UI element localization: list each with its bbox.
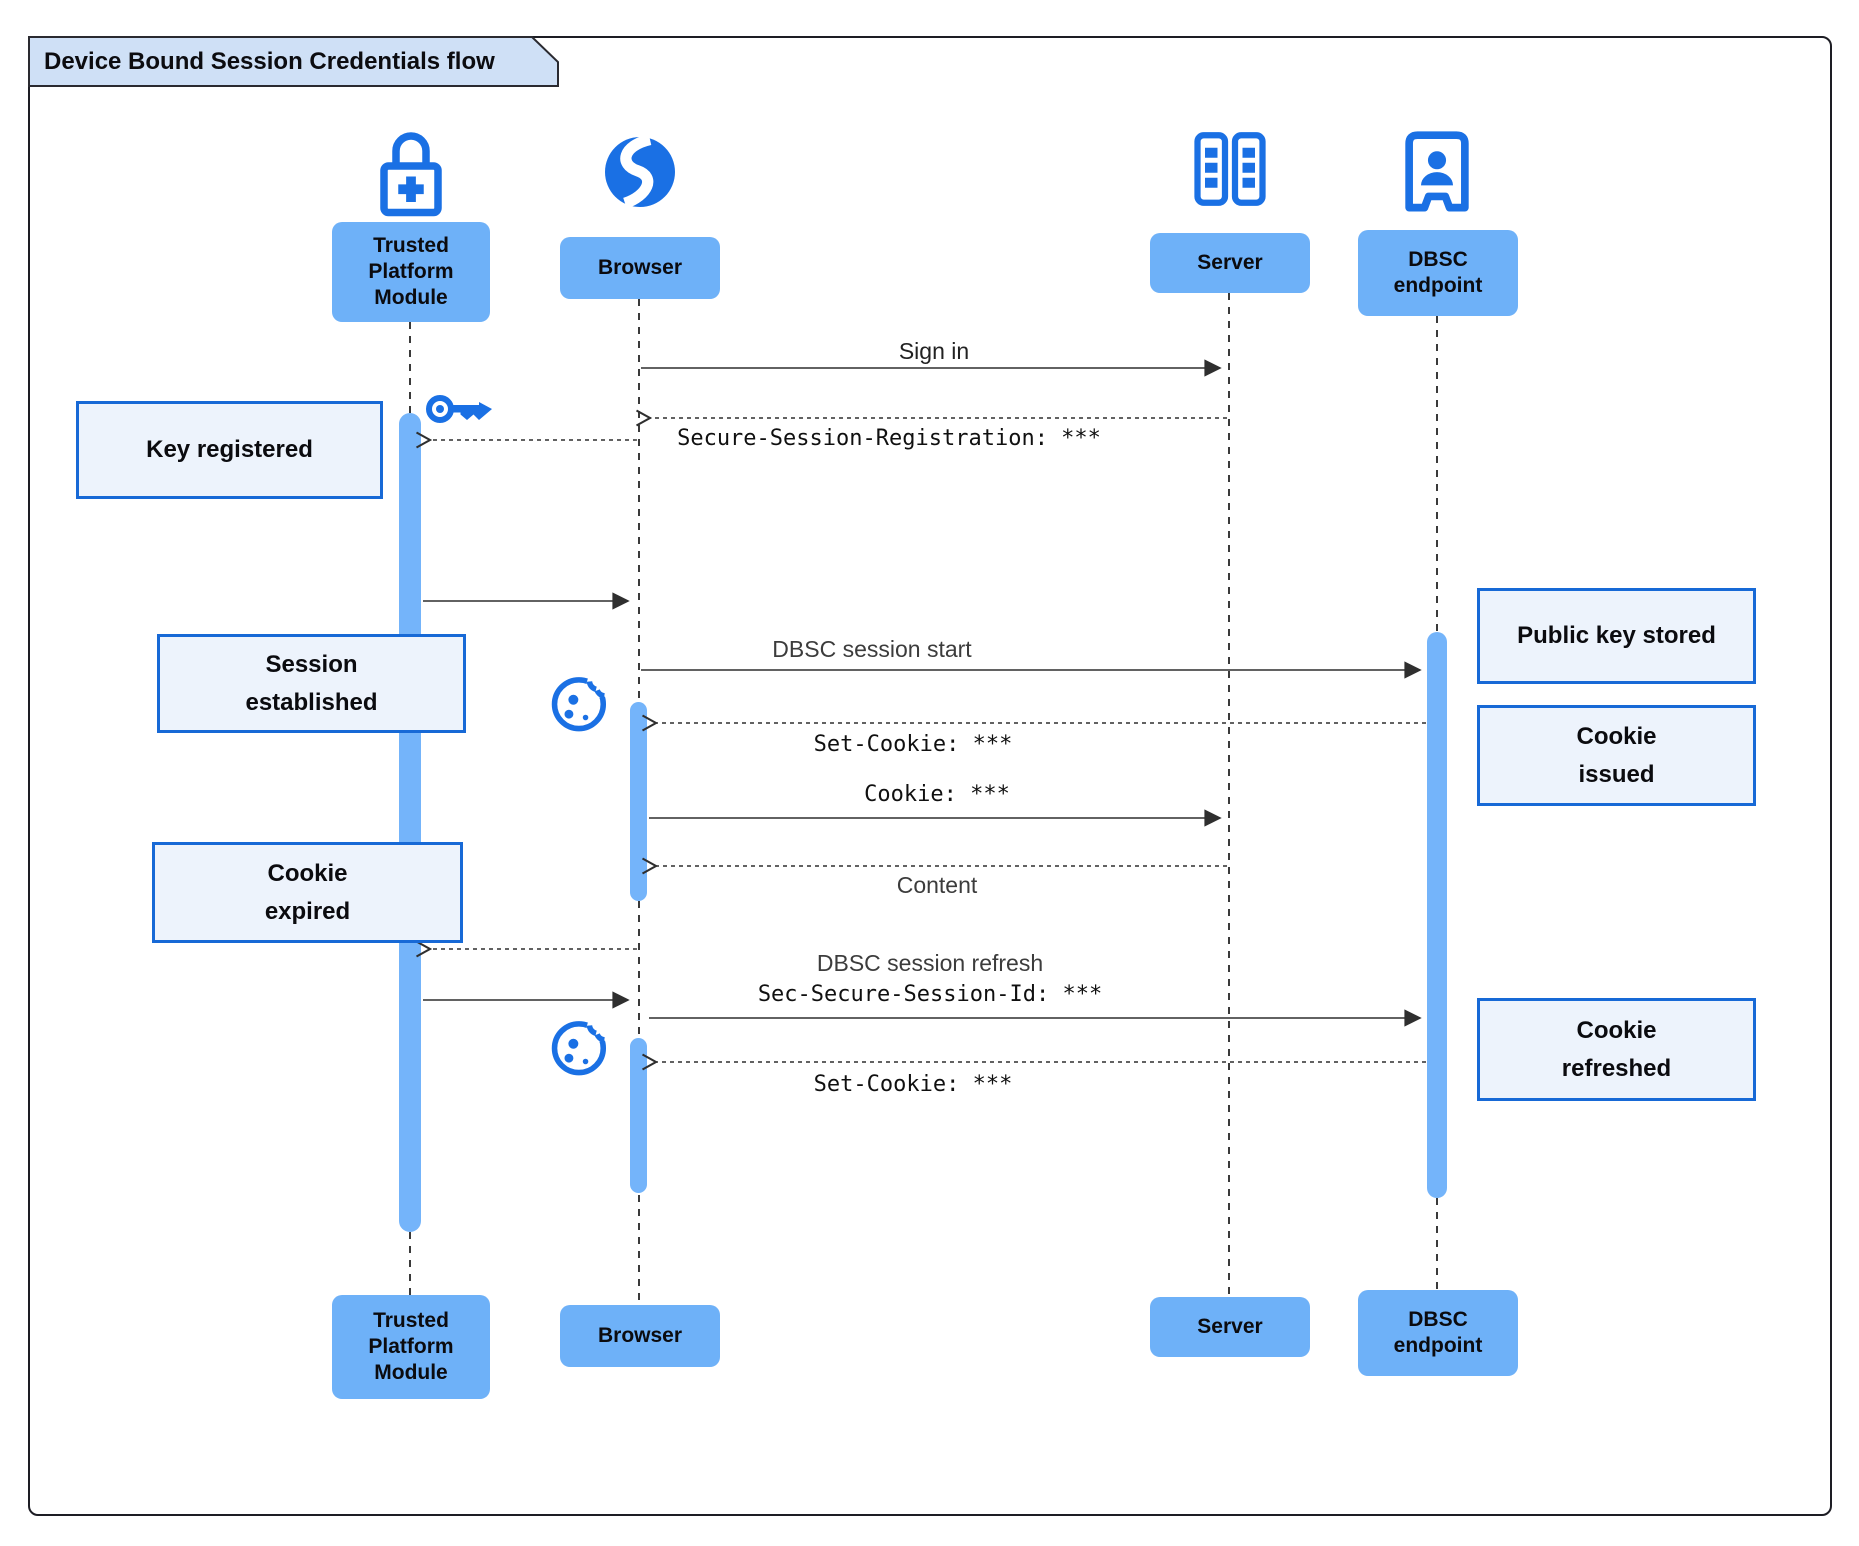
msg-label-dbsc-session-refresh: DBSC session refresh — [816, 950, 1044, 976]
msg-code-cookie: Cookie: *** — [864, 782, 1010, 807]
actor-top-browser: Browser — [560, 237, 720, 299]
lifeline-server — [1228, 293, 1230, 1299]
note-public-key-stored: Public key stored — [1477, 588, 1756, 684]
lock-plus-icon — [380, 132, 442, 217]
actor-bottom-tpm: Trusted Platform Module — [332, 1295, 490, 1399]
msg-code-set-cookie-2: Set-Cookie: *** — [813, 1072, 1013, 1097]
server-rack-icon — [1194, 132, 1266, 206]
actor-bottom-browser: Browser — [560, 1305, 720, 1367]
msg-code-sec-secure-session-id: Sec-Secure-Session-Id: *** — [757, 982, 1103, 1007]
activation-bar-dbsc — [1427, 632, 1447, 1198]
activation-bar-browser-1 — [630, 702, 647, 901]
cookie-icon — [551, 671, 611, 732]
actor-bottom-server: Server — [1150, 1297, 1310, 1357]
msg-code-secure-session-registration: Secure-Session-Registration: *** — [677, 426, 1101, 451]
msg-label-dbsc-session-start: DBSC session start — [772, 636, 972, 662]
msg-code-set-cookie-1: Set-Cookie: *** — [813, 732, 1013, 757]
actor-bottom-dbsc-endpoint: DBSC endpoint — [1358, 1290, 1518, 1376]
note-cookie-issued: Cookie issued — [1477, 705, 1756, 806]
page-title: Device Bound Session Credentials flow — [44, 48, 495, 75]
activation-bar-tpm — [399, 413, 421, 1232]
globe-icon — [605, 134, 675, 209]
note-key-registered: Key registered — [76, 401, 383, 499]
key-icon — [426, 395, 492, 423]
note-cookie-expired: Cookie expired — [152, 842, 463, 943]
title-tab — [28, 36, 559, 87]
door-person-icon — [1405, 131, 1469, 212]
actor-top-dbsc-endpoint: DBSC endpoint — [1358, 230, 1518, 316]
msg-label-sign-in: Sign in — [898, 338, 970, 364]
actor-top-server: Server — [1150, 233, 1310, 293]
activation-bar-browser-2 — [630, 1038, 647, 1193]
actor-top-tpm: Trusted Platform Module — [332, 222, 490, 322]
cookie-icon — [551, 1015, 611, 1076]
msg-label-content: Content — [896, 872, 978, 898]
note-cookie-refreshed: Cookie refreshed — [1477, 998, 1756, 1101]
note-session-established: Session established — [157, 634, 466, 733]
